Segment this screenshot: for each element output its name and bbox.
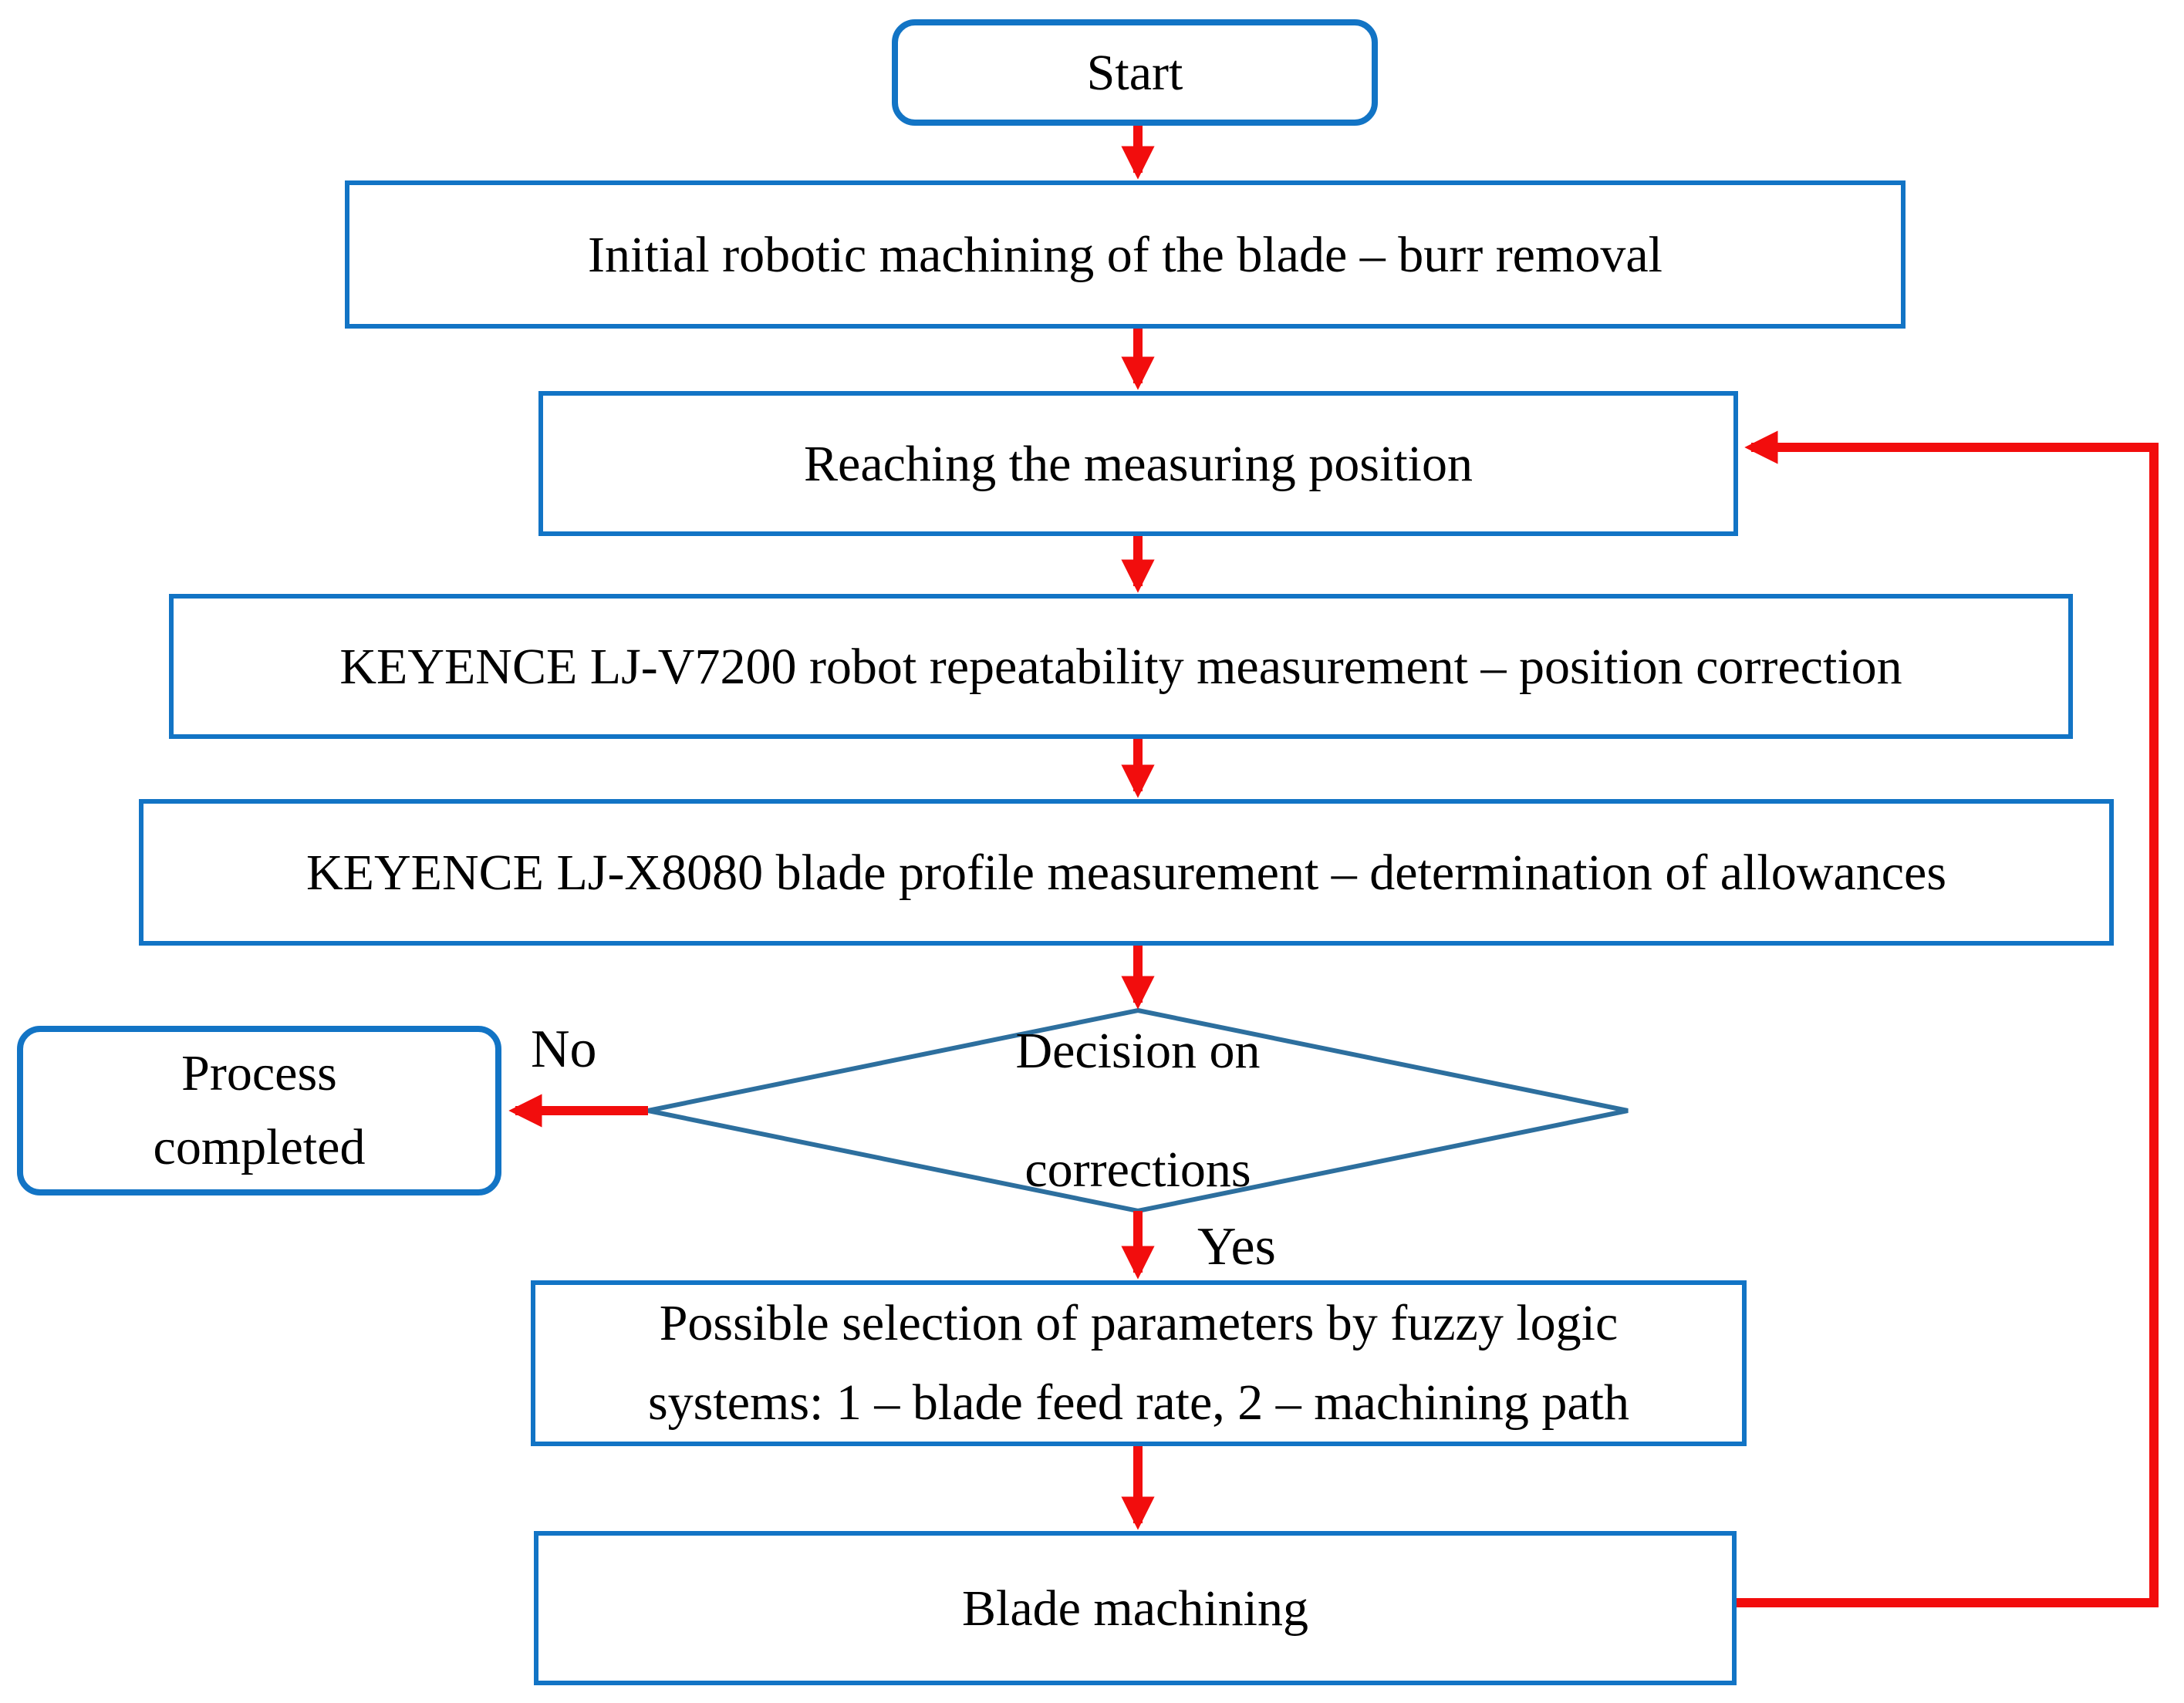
arrow-feedback-loop: [1737, 430, 2159, 1607]
fuzzy-selection-line1: Possible selection of parameters by fuzz…: [659, 1295, 1619, 1352]
blade-machining-node: Blade machining: [534, 1531, 1737, 1685]
decision-label-line1: Decision on: [1015, 1023, 1261, 1079]
no-branch-label: No: [531, 1020, 597, 1079]
process-completed-node: Process completed: [17, 1026, 501, 1195]
blade-machining-label: Blade machining: [961, 1580, 1309, 1637]
measuring-position-label: Reaching the measuring position: [804, 435, 1473, 492]
decision-node: Decision on corrections: [868, 1026, 1408, 1195]
measuring-position-node: Reaching the measuring position: [538, 391, 1738, 536]
lj-x8080-node: KEYENCE LJ-X8080 blade profile measureme…: [139, 799, 2114, 946]
start-node: Start: [892, 19, 1378, 126]
start-label: Start: [1086, 44, 1183, 101]
fuzzy-selection-node: Possible selection of parameters by fuzz…: [531, 1280, 1747, 1446]
process-completed-line1: Process: [181, 1045, 337, 1102]
lj-v7200-node: KEYENCE LJ-V7200 robot repeatability mea…: [169, 594, 2073, 739]
lj-v7200-label: KEYENCE LJ-V7200 robot repeatability mea…: [339, 638, 1902, 695]
decision-label-line2: corrections: [1024, 1142, 1251, 1198]
yes-branch-label: Yes: [1197, 1217, 1276, 1276]
lj-x8080-label: KEYENCE LJ-X8080 blade profile measureme…: [305, 844, 1947, 901]
initial-machining-label: Initial robotic machining of the blade –…: [588, 226, 1662, 283]
process-completed-line2: completed: [153, 1119, 366, 1175]
fuzzy-selection-line2: systems: 1 – blade feed rate, 2 – machin…: [648, 1374, 1629, 1431]
initial-machining-node: Initial robotic machining of the blade –…: [345, 180, 1906, 329]
